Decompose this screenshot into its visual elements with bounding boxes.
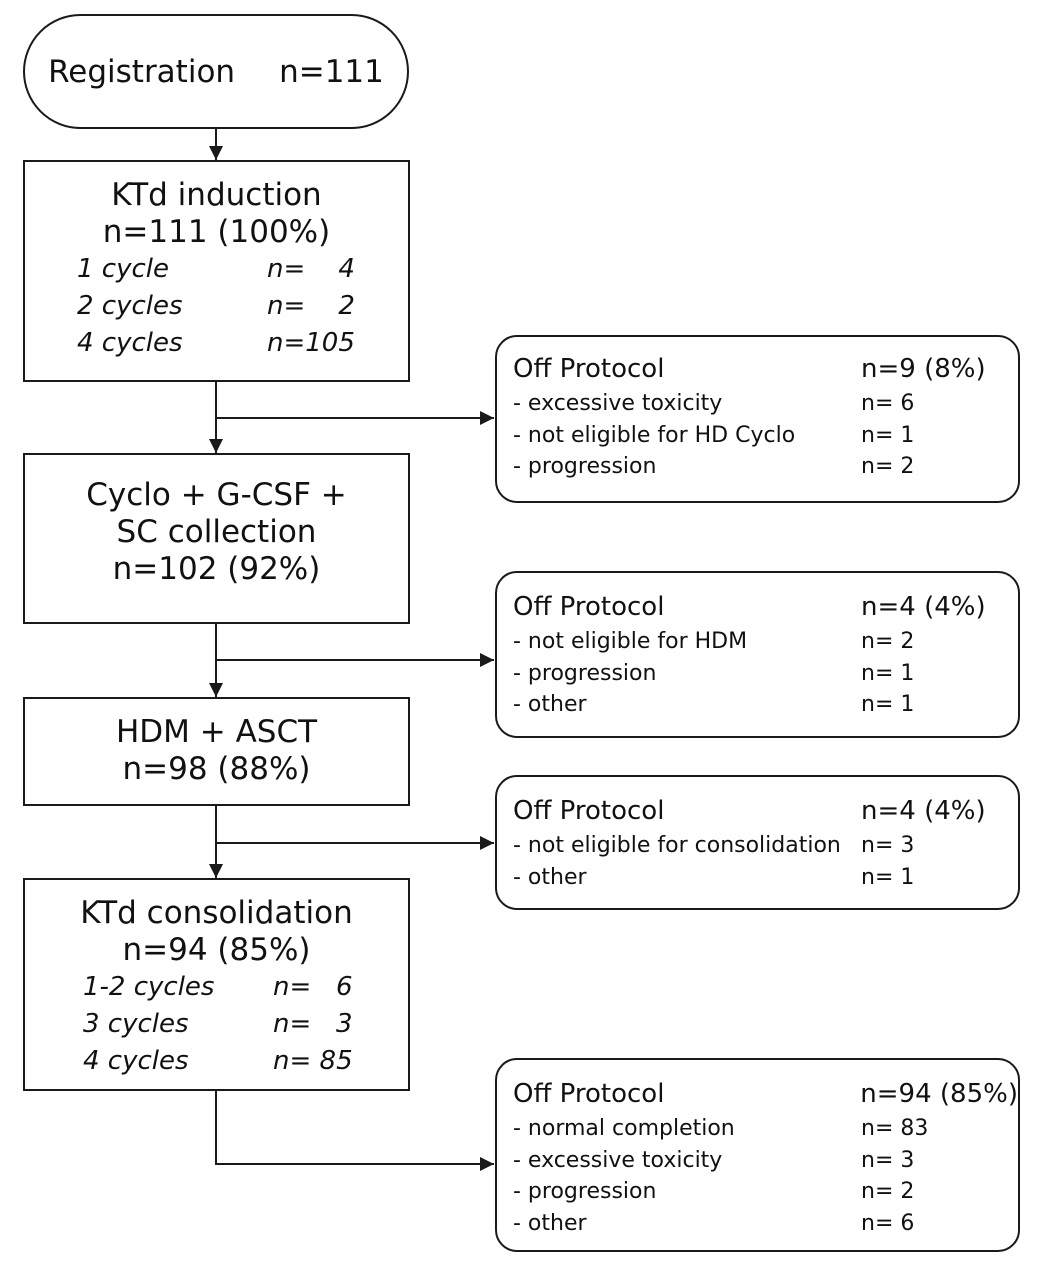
off-protocol-header: Off Protocol n=94 (85%) [513, 1079, 1018, 1109]
off-protocol-reason: - other n= 1 [513, 864, 915, 890]
consolidation-row: 4 cycles n= 85 [83, 1046, 353, 1076]
induction-count: n=111 (100%) [102, 214, 331, 250]
consolidation-row: 1-2 cycles n= 6 [83, 972, 353, 1002]
asct-title: HDM + ASCT [115, 714, 318, 750]
collection-count: n=102 (92%) [112, 551, 321, 587]
off-protocol-header: Off Protocol n=4 (4%) [513, 592, 986, 622]
off-protocol-box-3: Off Protocol n=4 (4%) - not eligible for… [495, 775, 1020, 910]
registration-node: Registration n=111 [23, 14, 409, 129]
induction-title: KTd induction [111, 177, 322, 213]
off-protocol-reason: - excessive toxicity n= 3 [513, 1147, 915, 1173]
arrow-to-off4 [215, 1090, 494, 1171]
off-protocol-box-2: Off Protocol n=4 (4%) - not eligible for… [495, 571, 1020, 738]
collection-box: Cyclo + G-CSF + SC collection n=102 (92%… [23, 453, 410, 624]
consolidation-count: n=94 (85%) [122, 932, 311, 968]
off-protocol-reason: - other n= 1 [513, 692, 915, 717]
consolidation-title: KTd consolidation [80, 895, 353, 931]
consolidation-row: 3 cycles n= 3 [83, 1009, 353, 1039]
off-protocol-reason: - excessive toxicity n= 6 [513, 391, 915, 416]
off-protocol-reason: - other n= 6 [513, 1210, 915, 1236]
asct-box: HDM + ASCT n=98 (88%) [23, 697, 410, 806]
off-protocol-box-4: Off Protocol n=94 (85%) - normal complet… [495, 1058, 1020, 1252]
induction-row: 1 cycle n= 4 [77, 254, 355, 284]
off-protocol-header: Off Protocol n=4 (4%) [513, 796, 986, 826]
off-protocol-reason: - progression n= 2 [513, 454, 915, 479]
off-protocol-reason: - progression n= 1 [513, 660, 915, 686]
off-protocol-reason: - normal completion n= 83 [513, 1116, 929, 1141]
registration-count: n=111 [279, 53, 384, 90]
collection-title-line1: Cyclo + G-CSF + [86, 477, 347, 513]
collection-title-line2: SC collection [116, 514, 317, 550]
off-protocol-reason: - not eligible for consolidation n= 3 [513, 833, 915, 858]
induction-row: 4 cycles n=105 [77, 328, 355, 358]
off-protocol-box-1: Off Protocol n=9 (8%) - excessive toxici… [495, 335, 1020, 503]
off-protocol-reason: - not eligible for HD Cyclo n= 1 [513, 422, 915, 448]
registration-label: Registration [48, 53, 236, 90]
consolidation-box: KTd consolidation n=94 (85%) 1-2 cycles … [23, 878, 410, 1091]
off-protocol-reason: - not eligible for HDM n= 2 [513, 629, 915, 654]
asct-count: n=98 (88%) [122, 751, 311, 787]
induction-box: KTd induction n=111 (100%) 1 cycle n= 4 … [23, 160, 410, 382]
off-protocol-header: Off Protocol n=9 (8%) [513, 354, 986, 384]
off-protocol-reason: - progression n= 2 [513, 1179, 915, 1204]
induction-row: 2 cycles n= 2 [77, 291, 355, 321]
